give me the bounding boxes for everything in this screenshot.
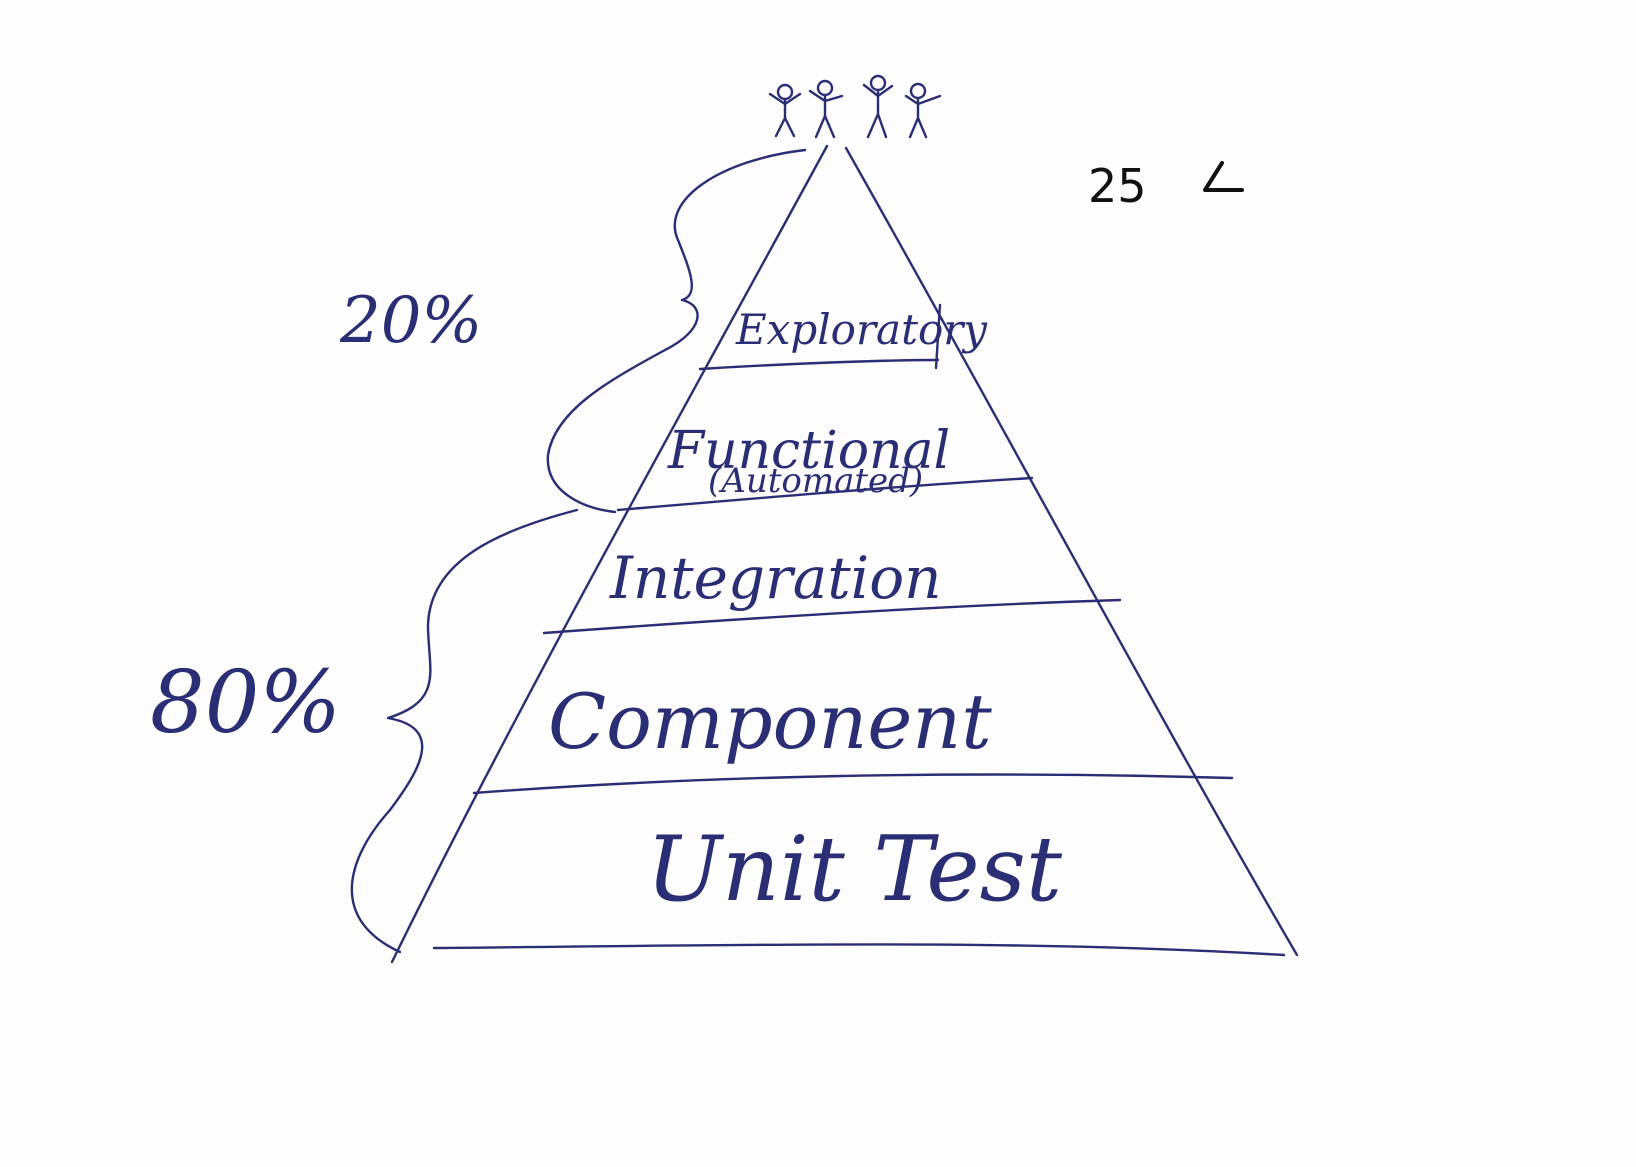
layer-divider — [698, 358, 940, 371]
stick-figure — [904, 82, 942, 139]
layer-divider — [432, 943, 1286, 957]
layer-sublabel-automated: (Automated) — [708, 461, 923, 501]
lower-percent: 80% — [150, 653, 341, 753]
layer-divider — [616, 476, 1034, 512]
stick-figure — [808, 79, 844, 139]
layer-label-exploratory: Exploratory — [735, 305, 988, 354]
stick-figure — [768, 83, 802, 138]
stick-figure — [862, 74, 894, 139]
layer-divider — [472, 773, 1234, 795]
cheering-people-icon — [768, 74, 942, 139]
layer-label-component: Component — [548, 677, 992, 766]
corner-number: 25 — [1088, 159, 1147, 213]
layer-label-integration: Integration — [609, 544, 941, 612]
delta-marker — [1203, 161, 1244, 192]
layer-dividers — [432, 358, 1286, 957]
pyramid-outline — [390, 144, 1299, 964]
exploratory-underline — [934, 303, 942, 370]
upper-brace — [546, 148, 807, 514]
layer-divider — [542, 598, 1122, 635]
layer-label-functional: Functional — [667, 421, 950, 481]
lower-brace — [350, 508, 579, 954]
upper-percent: 20% — [339, 284, 482, 358]
layer-label-unit-test: Unit Test — [646, 817, 1063, 922]
